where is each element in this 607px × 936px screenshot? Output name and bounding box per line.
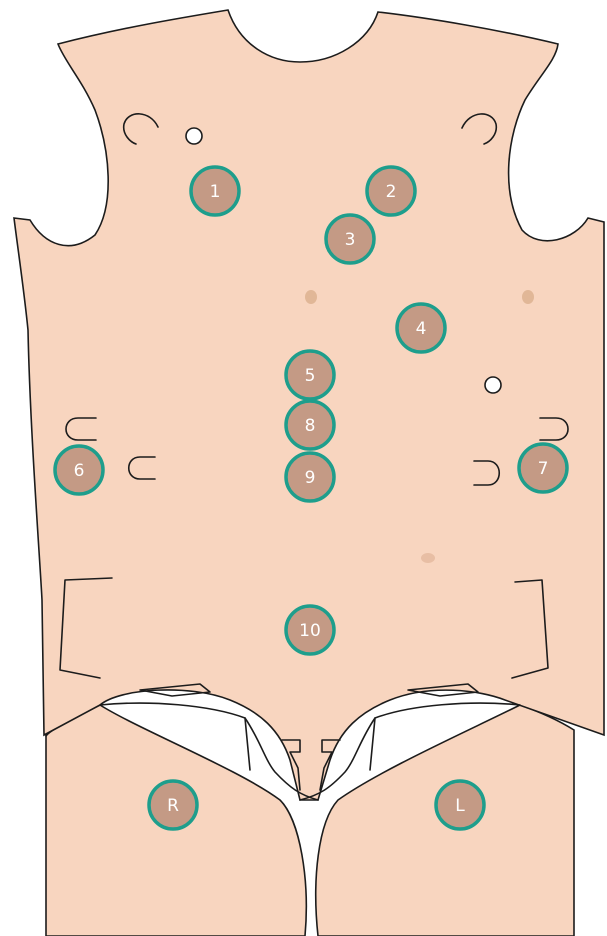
marker-2[interactable]: 2 bbox=[367, 167, 415, 215]
marker-label: 8 bbox=[305, 416, 316, 436]
marker-r[interactable]: R bbox=[149, 781, 197, 829]
marker-label: 6 bbox=[74, 461, 85, 481]
marker-label: 1 bbox=[210, 182, 221, 202]
marker-label: 4 bbox=[416, 319, 427, 339]
marker-1[interactable]: 1 bbox=[191, 167, 239, 215]
marker-l[interactable]: L bbox=[436, 781, 484, 829]
navel bbox=[421, 553, 435, 563]
marker-7[interactable]: 7 bbox=[519, 444, 567, 492]
marker-label: L bbox=[455, 796, 465, 816]
marker-label: 9 bbox=[305, 468, 316, 488]
marker-3[interactable]: 3 bbox=[326, 215, 374, 263]
right-nipple bbox=[305, 290, 317, 304]
marker-10[interactable]: 10 bbox=[286, 606, 334, 654]
left-nipple bbox=[522, 290, 534, 304]
marker-9[interactable]: 9 bbox=[286, 453, 334, 501]
marker-label: 5 bbox=[305, 366, 316, 386]
marker-label: 7 bbox=[538, 459, 549, 479]
marker-label: R bbox=[167, 796, 179, 816]
right-shoulder-hole bbox=[186, 128, 202, 144]
marker-8[interactable]: 8 bbox=[286, 401, 334, 449]
marker-6[interactable]: 6 bbox=[55, 446, 103, 494]
left-chest-hole bbox=[485, 377, 501, 393]
marker-label: 10 bbox=[299, 621, 321, 641]
marker-4[interactable]: 4 bbox=[397, 304, 445, 352]
marker-5[interactable]: 5 bbox=[286, 351, 334, 399]
marker-label: 2 bbox=[386, 182, 397, 202]
marker-label: 3 bbox=[345, 230, 356, 250]
